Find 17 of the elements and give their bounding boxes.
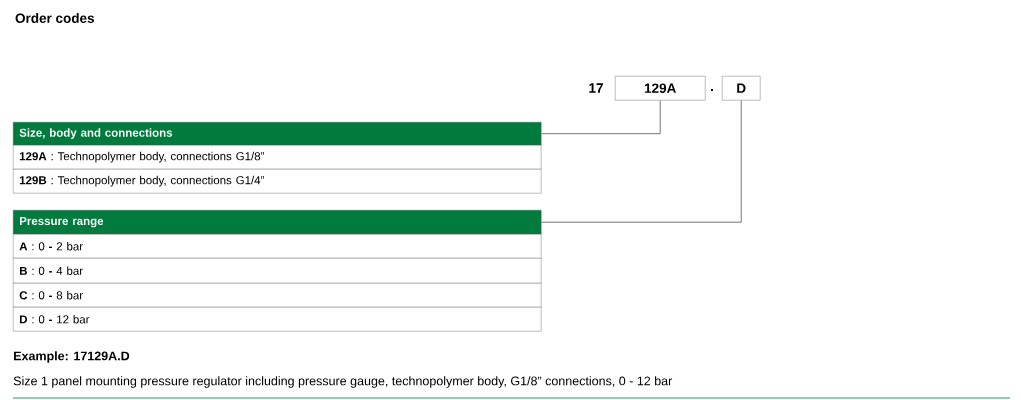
code-box: D [722,76,761,101]
table-header: Size, body and connections [13,122,542,146]
table-row: C : 0 - 8 bar [13,283,542,308]
table-row: B : 0 - 4 bar [13,258,542,284]
code-separator: . [711,89,713,91]
table-header: Pressure range [13,210,542,235]
table-row: A : 0 - 2 bar [13,234,542,259]
code-prefix: 17 [589,83,603,93]
title: Order codes [15,13,94,23]
table-row: 129B : Technopolymer body, connections G1/4” [13,169,542,194]
example-description: Size 1 panel mounting pressure regulator including pressure gauge, technopolymer body, G1/8” connections, 0 - 12 bar [13,376,673,388]
example-heading: Example: 17129A.D [14,351,130,363]
table-row: D : 0 - 12 bar [13,307,542,332]
table-row: 129A : Technopolymer body, connections G1/8” [13,145,542,170]
code-box: 129A [615,76,706,101]
connector-line [540,99,661,135]
connector-line [540,99,742,223]
